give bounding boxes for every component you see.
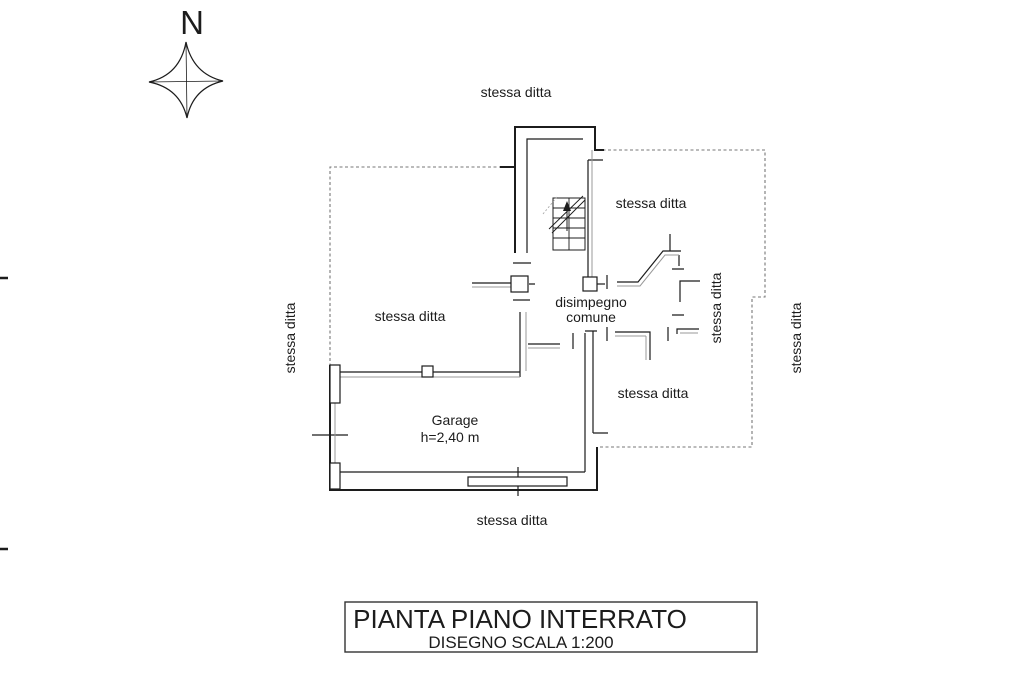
garage-door-leaf [467,476,568,487]
title-block: PIANTA PIANO INTERRATO DISEGNO SCALA 1:2… [344,601,758,653]
stair-break-lines [548,195,586,234]
label-stessa-ditta-lower-right: stessa ditta [618,385,689,401]
property-boundary-dashed [329,149,766,448]
page-edge-marks [0,276,8,551]
label-stessa-ditta-top: stessa ditta [481,84,552,100]
label-stessa-ditta-upper-right: stessa ditta [616,195,687,211]
north-label: N [180,4,204,41]
drawing-title: PIANTA PIANO INTERRATO [353,604,687,634]
label-garage-height: h=2,40 m [421,429,480,445]
label-garage: Garage [432,412,479,428]
label-stessa-ditta-bottom: stessa ditta [477,512,548,528]
pillar-garage-north [421,365,434,378]
drawing-scale: DISEGNO SCALA 1:200 [428,633,613,652]
label-stessa-ditta-left-room: stessa ditta [375,308,446,324]
label-stessa-ditta-right-inner-vertical: stessa ditta [708,272,724,343]
label-comune: comune [566,309,616,325]
garage-west-wall-lower-block [329,462,341,490]
label-stessa-ditta-left-vertical: stessa ditta [282,302,298,373]
north-compass: N [148,4,224,119]
staircase [542,195,586,251]
inner-walls [312,138,700,496]
wall-pillars [329,275,598,490]
title-block-border [344,601,758,653]
stair-treads [553,198,585,250]
label-stessa-ditta-right-outer-vertical: stessa ditta [788,302,804,373]
plan-labels: stessa ditta stessa ditta stessa ditta d… [282,84,804,528]
stair-dashed-line [542,196,558,215]
stair-arrow-head-icon [563,201,571,211]
pillar-left-wall [510,275,529,293]
pillar-stairwell [582,276,598,292]
label-disimpegno: disimpegno [555,294,627,310]
outer-walls [329,126,604,491]
garage-west-wall-upper-block [329,364,341,404]
compass-cross-lines [148,41,224,119]
